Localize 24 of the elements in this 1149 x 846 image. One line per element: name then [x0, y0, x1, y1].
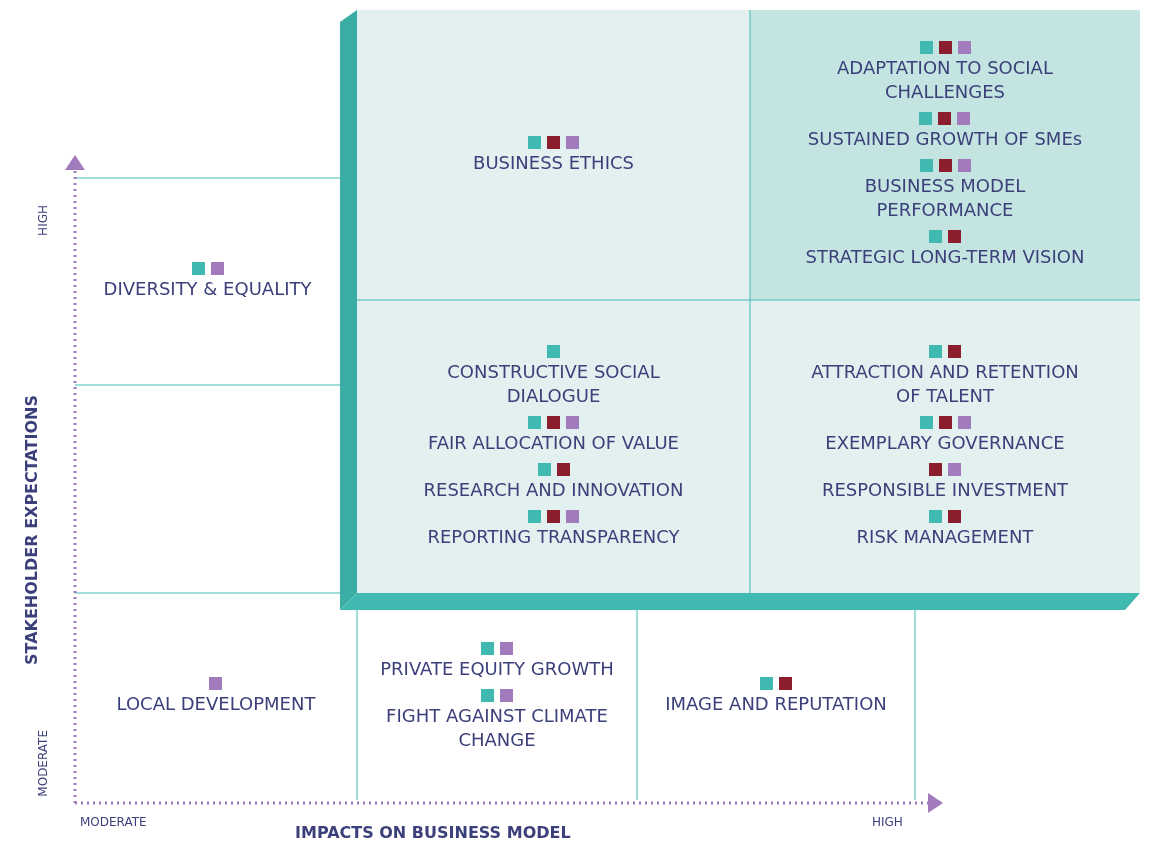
issue-label: BUSINESS ETHICS — [473, 150, 634, 175]
issue-label: FAIR ALLOCATION OF VALUE — [428, 430, 679, 455]
axis-tick-label: MODERATE — [80, 815, 147, 829]
axis-title: STAKEHOLDER EXPECTATIONS — [22, 395, 41, 666]
issue-label: RESEARCH AND INNOVATION — [423, 477, 684, 502]
issue-label: STRATEGIC LONG-TERM VISION — [805, 245, 1085, 269]
axis-tick-label: HIGH — [872, 815, 903, 829]
issue-label: EXEMPLARY GOVERNANCE — [825, 430, 1065, 455]
issue-label: DIVERSITY & EQUALITY — [103, 277, 312, 301]
issue-label: ATTRACTION AND RETENTION OF TALENT — [810, 359, 1080, 408]
issue-label: ADAPTATION TO SOCIAL CHALLENGES — [836, 56, 1054, 104]
issue-label: CONSTRUCTIVE SOCIAL DIALOGUE — [446, 359, 661, 408]
issue-label: BUSINESS MODEL PERFORMANCE — [863, 174, 1027, 222]
issue-label: FIGHT AGAINST CLIMATE CHANGE — [385, 703, 609, 752]
issue-label: REPORTING TRANSPARENCY — [427, 524, 680, 549]
issue-label: RESPONSIBLE INVESTMENT — [821, 477, 1069, 502]
issue-label: LOCAL DEVELOPMENT — [116, 692, 316, 716]
axis-title: IMPACTS ON BUSINESS MODEL — [295, 823, 571, 842]
issue-label: IMAGE AND REPUTATION — [665, 692, 887, 716]
axis-tick-label: MODERATE — [36, 730, 50, 797]
axis-tick-label: HIGH — [36, 205, 50, 236]
issue-label: RISK MANAGEMENT — [856, 524, 1034, 549]
issue-label: PRIVATE EQUITY GROWTH — [380, 656, 614, 681]
issue-label: SUSTAINED GROWTH OF SMEs — [807, 127, 1083, 151]
